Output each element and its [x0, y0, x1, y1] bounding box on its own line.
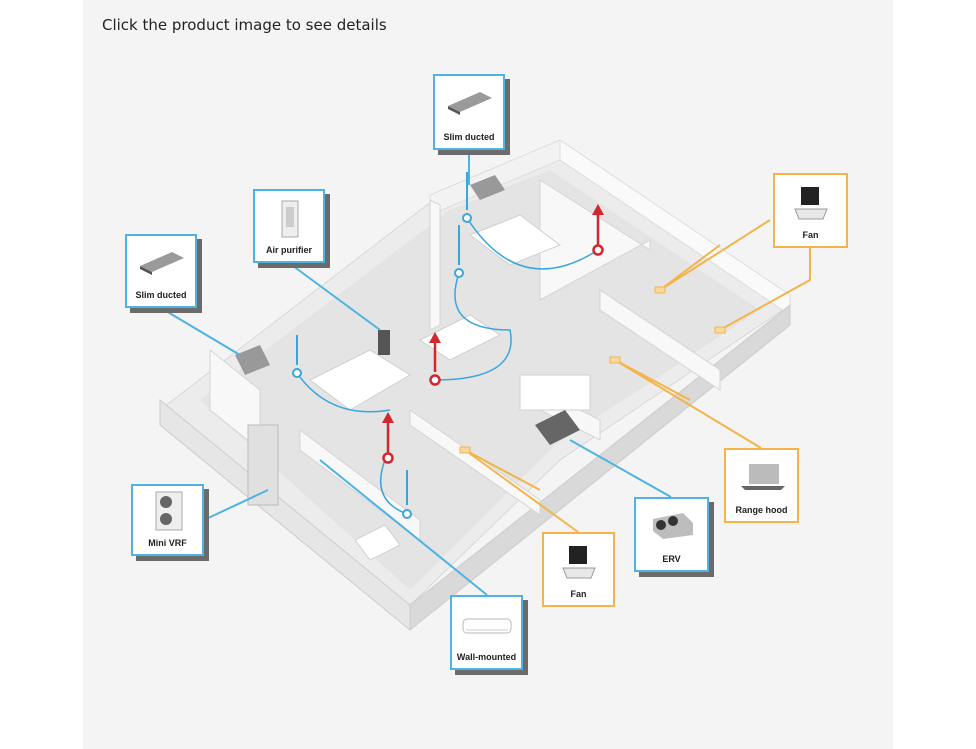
exhaust-vent-icon	[459, 446, 471, 454]
product-label: Slim ducted	[135, 290, 187, 300]
wall-left	[159, 398, 411, 632]
product-label: ERV	[662, 554, 681, 564]
supply-vent-icon	[462, 213, 472, 223]
exhaust-vent-icon	[654, 286, 666, 294]
product-label: Range hood	[735, 505, 788, 515]
return-vent-icon	[592, 244, 604, 256]
supply-vent-icon	[402, 509, 412, 519]
slim-ducted-unit-top	[470, 175, 505, 200]
mini-vrf-icon	[155, 491, 182, 531]
product-card-slim-ducted-top[interactable]: Slim ducted	[433, 74, 505, 150]
slim-ducted-icon	[448, 92, 492, 115]
instruction-text: Click the product image to see details	[102, 16, 387, 34]
product-card-range-hood[interactable]: Range hood	[724, 448, 799, 523]
exhaust-vent-icon	[609, 356, 621, 364]
air-purifier-icon	[281, 200, 299, 238]
supply-vent-icon	[454, 268, 464, 278]
product-card-slim-ducted-left[interactable]: Slim ducted	[125, 234, 197, 308]
product-card-fan-bottom[interactable]: Fan	[542, 532, 615, 607]
supply-vent-icon	[292, 368, 302, 378]
product-label: Fan	[570, 589, 587, 599]
fan-icon	[561, 546, 596, 579]
air-purifier-unit	[378, 330, 390, 355]
erv-icon	[652, 513, 693, 539]
product-label: Air purifier	[265, 245, 312, 255]
product-label: Mini VRF	[148, 538, 187, 548]
slim-ducted-icon	[140, 252, 184, 275]
product-card-wall-mounted[interactable]: Wall-mounted	[450, 595, 523, 670]
exhaust-vent-icon	[714, 326, 726, 334]
product-label: Wall-mounted	[456, 652, 517, 662]
fan-icon	[793, 187, 828, 220]
return-vent-icon	[429, 374, 441, 386]
floor-inner	[200, 170, 760, 590]
product-label: Slim ducted	[443, 132, 495, 142]
product-card-mini-vrf[interactable]: Mini VRF	[131, 484, 204, 556]
product-label: Fan	[802, 230, 819, 240]
product-card-fan-top[interactable]: Fan	[773, 173, 848, 248]
slim-ducted-unit-left	[235, 345, 270, 375]
product-card-air-purifier[interactable]: Air purifier	[253, 189, 325, 263]
range-hood-icon	[740, 464, 785, 490]
erv-unit	[535, 410, 580, 445]
wall-mounted-icon	[462, 618, 511, 634]
product-card-erv[interactable]: ERV	[634, 497, 709, 572]
return-vent-icon	[382, 452, 394, 464]
